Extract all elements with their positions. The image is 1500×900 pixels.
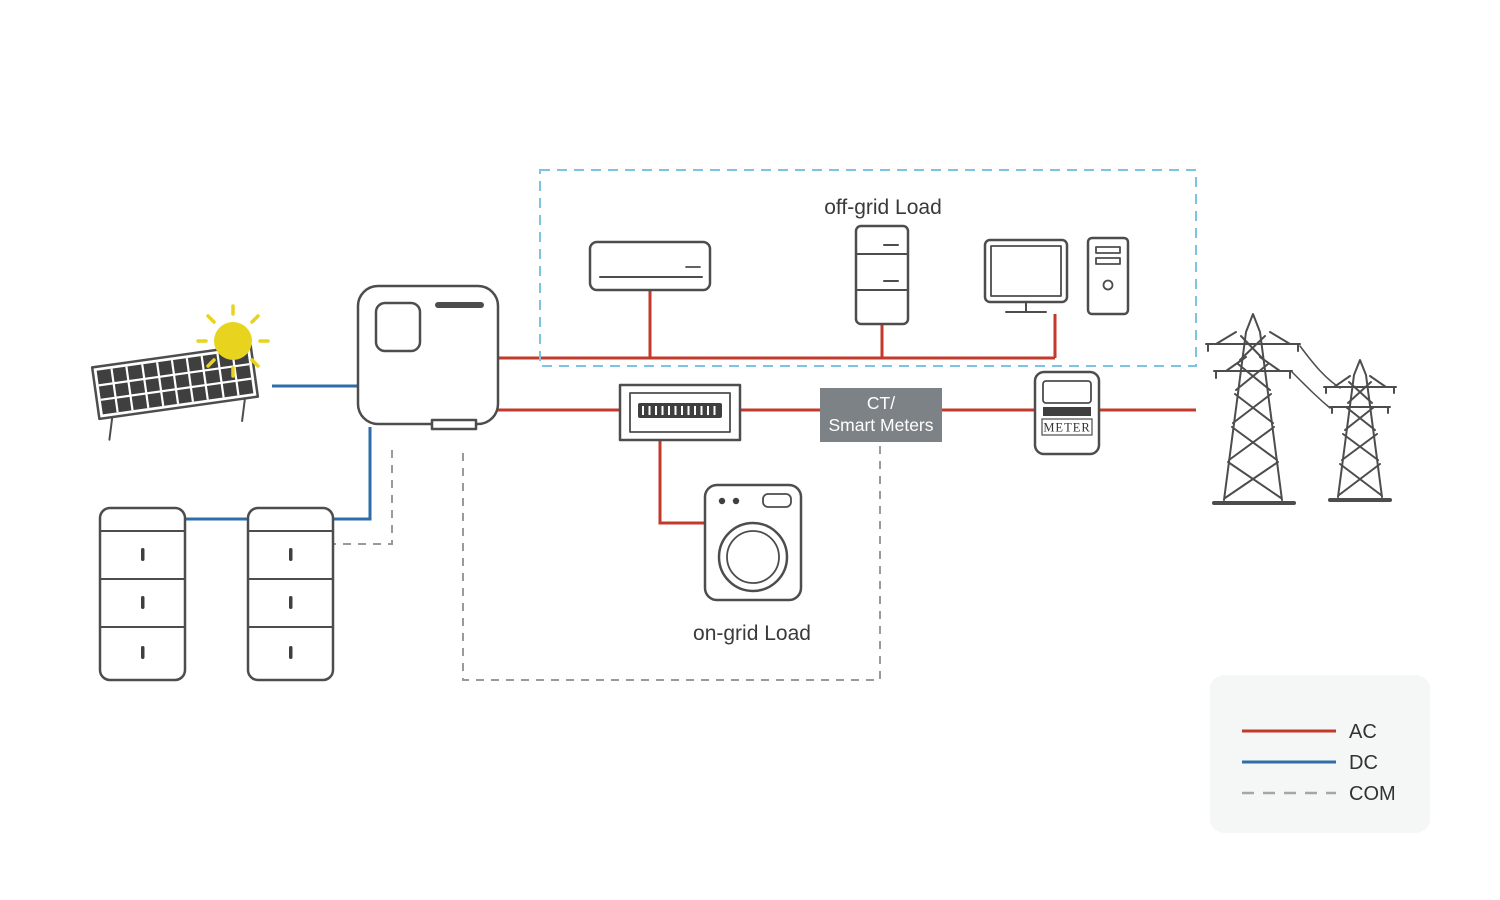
transmission-towers-icon <box>1205 313 1397 505</box>
meter-label: METER <box>1043 421 1090 435</box>
ct-smart-meter-box: CT/ Smart Meters <box>820 388 942 442</box>
washing-machine-icon <box>703 483 803 602</box>
legend-dc-label: DC <box>1349 752 1378 774</box>
dc-line-battery-to-inverter <box>333 427 372 521</box>
refrigerator-icon <box>854 224 910 326</box>
ac-line-breaker-to-washer <box>658 440 704 525</box>
ct-label-line2: Smart Meters <box>828 415 933 435</box>
legend-com-label: COM <box>1349 783 1396 805</box>
com-lines <box>333 445 881 681</box>
dc-lines <box>185 384 372 521</box>
ct-label-line1: CT/ <box>867 393 895 413</box>
battery-stack-2 <box>246 506 335 682</box>
energy-meter-icon: METER <box>1033 370 1101 456</box>
battery-stack-1 <box>98 506 187 682</box>
air-conditioner-icon <box>588 240 712 292</box>
legend-panel: AC DC COM <box>1210 675 1430 833</box>
com-line-inverter-to-battery <box>333 450 393 545</box>
sun-icon <box>196 304 270 378</box>
legend-ac-label: AC <box>1349 721 1377 743</box>
off-grid-zone-box <box>539 169 1197 367</box>
computer-icon <box>983 236 1130 316</box>
com-line-inverter-to-ct <box>462 445 881 681</box>
solar-panel-icon <box>90 343 260 441</box>
off-grid-load-label: off-grid Load <box>824 196 942 219</box>
breaker-panel-icon <box>618 383 742 442</box>
inverter-icon <box>356 284 500 431</box>
on-grid-load-label: on-grid Load <box>693 622 811 645</box>
ac-power-lines <box>498 290 1196 525</box>
